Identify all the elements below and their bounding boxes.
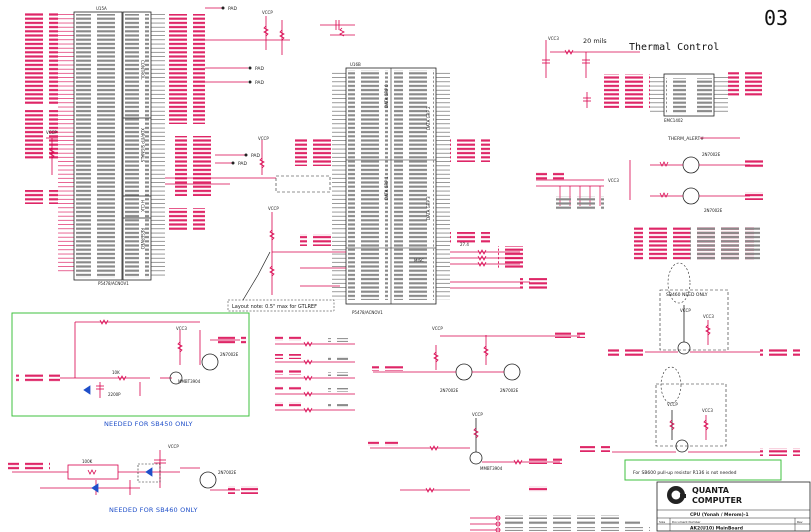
mils-label: 20 mils bbox=[583, 37, 607, 45]
q-2n7002-label: 2N7002E bbox=[440, 388, 459, 393]
u15-label: U15A bbox=[96, 6, 107, 11]
vccp-label: VCCP bbox=[258, 136, 269, 141]
center-bottom-mosfets bbox=[373, 335, 580, 381]
vcc3-label: VCC3 bbox=[703, 314, 714, 319]
data-grp3-label: DATA GRP 3 bbox=[426, 196, 431, 220]
q-mmbt-label: MMBT3904 bbox=[178, 379, 201, 384]
size-label: Size bbox=[659, 520, 665, 524]
cpu-u15a-symbol: U15A P5478/ACNOV1 CONTROL XDP/ITP SIGNAL… bbox=[20, 6, 215, 286]
thermal-ic-part: EMC1402 bbox=[664, 118, 683, 123]
mosfet-pair-right bbox=[629, 156, 750, 205]
comp-resistors bbox=[205, 16, 290, 55]
sb460-circle bbox=[667, 262, 691, 304]
q-mmbt-label: MMBT3904 bbox=[480, 466, 503, 471]
q-part-label: 2N7002E bbox=[704, 208, 723, 213]
layout-note: Layout note: 0.5" max for GTLREF bbox=[232, 304, 317, 310]
pad-label-4: PAD bbox=[251, 153, 261, 159]
left-vccp-pullup bbox=[46, 137, 58, 175]
bottom-center-transistor bbox=[370, 418, 560, 493]
r-274-value: 27.4 bbox=[460, 242, 469, 247]
sb600-note-box bbox=[624, 459, 782, 481]
thermal-sensor-ic: EMC1402 bbox=[650, 73, 728, 123]
pad-label-3: PAD bbox=[255, 80, 265, 86]
q-part-label: 2N7002E bbox=[702, 152, 721, 157]
sb460-parts bbox=[91, 467, 217, 493]
vccp-label: VCCP bbox=[262, 10, 273, 15]
layout-note-arrow bbox=[242, 251, 271, 301]
board-name: AK2(U10) MainBoard bbox=[690, 526, 743, 532]
control-block-label: CONTROL bbox=[140, 60, 145, 80]
data-grp1-label: DATA GRP 1 bbox=[384, 176, 389, 200]
c-2200p-label: 2200P bbox=[108, 392, 121, 397]
vccp-label: VCCP bbox=[46, 130, 57, 135]
thermal-supply-filter bbox=[542, 40, 640, 78]
vcc3-label: VCCP bbox=[168, 444, 179, 449]
sb450-box bbox=[11, 312, 250, 417]
q-2n7002-label: 2N7002E bbox=[500, 388, 519, 393]
bottom-connector bbox=[470, 515, 501, 532]
vccp-label: VCCP bbox=[432, 326, 443, 331]
vccp-label: VCCP bbox=[667, 402, 678, 407]
u16-socket-label: P5478/ACNOV1 bbox=[352, 310, 383, 315]
company-name-line2: COMPUTER bbox=[692, 496, 742, 505]
middle-resistor-bank bbox=[275, 341, 355, 413]
sb460-note: SB460 NEED ONLY bbox=[666, 292, 708, 298]
pad-label-5: PAD bbox=[238, 161, 248, 167]
r-100k-label: 100K bbox=[82, 459, 93, 464]
sb450-circuit bbox=[60, 319, 240, 398]
reserved-block-label: RESERVED bbox=[140, 228, 145, 249]
sb460-box bbox=[659, 289, 729, 351]
needed-sb460-note: NEEDED FOR SB460 ONLY bbox=[109, 506, 198, 514]
page-number: 03 bbox=[764, 6, 788, 30]
sb460-lower-circuit bbox=[12, 450, 240, 495]
title-block bbox=[656, 481, 811, 532]
hclk-block-label: H CLK bbox=[140, 200, 145, 212]
project-title: CPU (Yonah / Merom)-1 bbox=[690, 512, 749, 518]
svg-text:THERM_ALERT#: THERM_ALERT# bbox=[667, 136, 704, 142]
u15-socket-label: P5478/ACNOV1 bbox=[98, 281, 129, 286]
sb600-circle bbox=[660, 366, 682, 404]
misc-label: MISC bbox=[414, 258, 424, 263]
xdp-itp-block-label: XDP/ITP SIGNALS bbox=[140, 128, 145, 163]
u16-label: U16B bbox=[350, 62, 361, 67]
vcc3-label: VCC3 bbox=[548, 36, 559, 41]
pad-group-top: PAD PAD PAD PAD PAD bbox=[205, 6, 265, 167]
needed-sb450-note: NEEDED FOR SB450 ONLY bbox=[104, 420, 193, 428]
sb600-note: For SB600 pull-up resistor R136 is not n… bbox=[633, 470, 737, 476]
sb460-transistor bbox=[645, 305, 760, 355]
vcc3-label: VCC3 bbox=[608, 178, 619, 183]
data-grp0-label: DATA GRP 0 bbox=[384, 84, 389, 108]
vcc3-label: VCC3 bbox=[176, 326, 187, 331]
sb600-transistor bbox=[612, 410, 760, 453]
pad-label-2: PAD bbox=[255, 66, 265, 72]
gtlref-divider bbox=[269, 212, 346, 295]
vcc3-label: VCC3 bbox=[702, 408, 713, 413]
sb600-box bbox=[655, 383, 727, 447]
rev-label: Rev bbox=[797, 520, 803, 524]
vccp-label: VCCP bbox=[680, 308, 691, 313]
q-2n7002-label: 2N7002E bbox=[218, 470, 237, 475]
dashed-region bbox=[275, 175, 331, 193]
sb450-transistors bbox=[83, 353, 219, 395]
sb460-dashed bbox=[137, 463, 161, 483]
thermal-control-title: Thermal Control bbox=[629, 42, 719, 53]
q-2n7002-label: 2N7002E bbox=[220, 352, 239, 357]
r-10k-label: 10K bbox=[112, 370, 120, 375]
vccp-label: VCCP bbox=[472, 412, 483, 417]
cpu-u16b-symbol: U16B P5478/ACNOV1 DATA GRP 0 DATA GRP 2 … bbox=[295, 62, 490, 315]
top-capacitor bbox=[320, 20, 355, 37]
pad-label-1: PAD bbox=[228, 6, 238, 12]
doc-number-label: Document Number bbox=[672, 520, 701, 524]
data-grp2-label: DATA GRP 2 bbox=[426, 106, 431, 130]
layout-note-box bbox=[227, 299, 335, 312]
vccp-label: VCCP bbox=[268, 206, 279, 211]
company-name-line1: QUANTA bbox=[692, 486, 730, 495]
